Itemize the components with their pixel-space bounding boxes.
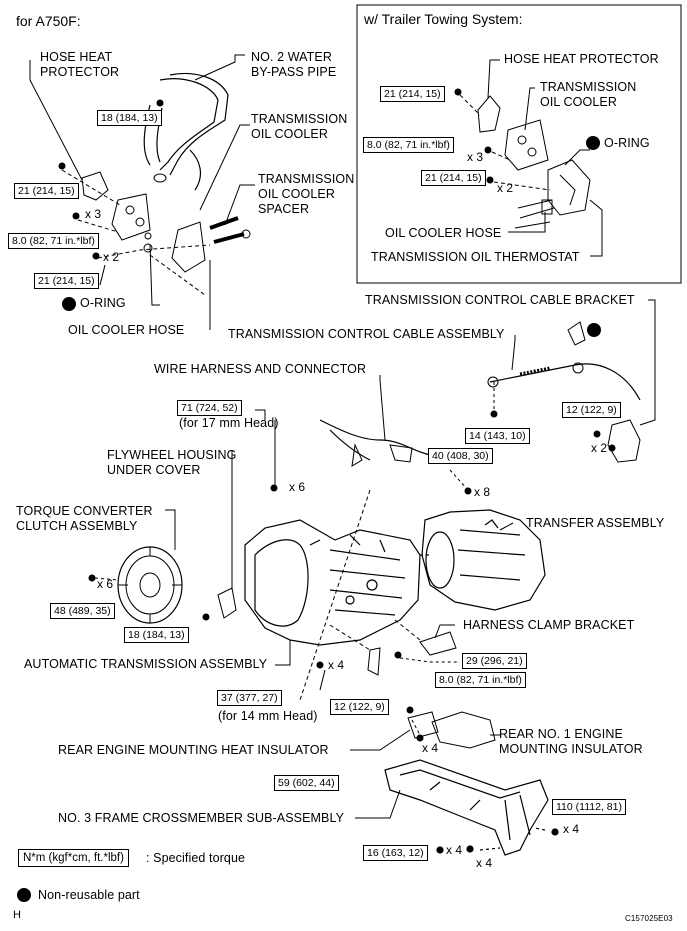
torque-16-163-12: 16 (163, 12) bbox=[363, 845, 428, 861]
torque-18-184-13-top: 18 (184, 13) bbox=[97, 110, 162, 126]
torque-71-724-52: 71 (724, 52) bbox=[177, 400, 242, 416]
mounting-parts bbox=[406, 706, 496, 749]
mult-x2-bracket: x 2 bbox=[591, 441, 608, 455]
flywheel-cover-part bbox=[217, 587, 237, 619]
torque-29-296-21: 29 (296, 21) bbox=[462, 653, 527, 669]
legend-torque-key-desc: : Specified torque bbox=[146, 851, 246, 865]
torque-12-122-9-a: 12 (122, 9) bbox=[562, 402, 621, 418]
torque-59-602-44: 59 (602, 44) bbox=[274, 775, 339, 791]
label-trans-control-cable-assembly: TRANSMISSION CONTROL CABLE ASSEMBLY bbox=[228, 327, 505, 341]
mult-x2-right: x 2 bbox=[497, 181, 514, 195]
middle-parts bbox=[270, 299, 656, 495]
label-transfer-assembly: TRANSFER ASSEMBLY bbox=[526, 516, 665, 530]
leader-lines bbox=[255, 409, 514, 819]
label-oil-cooler-hose-right: OIL COOLER HOSE bbox=[385, 226, 502, 240]
torque-110-1112-81: 110 (1112, 81) bbox=[552, 799, 626, 815]
non-reusable-dot-right bbox=[586, 136, 600, 150]
non-reusable-dot-legend bbox=[17, 888, 31, 902]
label-wire-harness-connector: WIRE HARNESS AND CONNECTOR bbox=[154, 362, 367, 376]
legend-torque-key: N*m (kgf*cm, ft.*lbf) bbox=[18, 849, 129, 867]
section-a750f: for A750F: bbox=[16, 13, 81, 29]
label-flywheel-housing-under-cover: FLYWHEEL HOUSING UNDER COVER bbox=[107, 448, 237, 477]
mult-x4-transmission: x 4 bbox=[328, 658, 345, 672]
mult-x3-right: x 3 bbox=[467, 150, 484, 164]
torque-21-214-15-d: 21 (214, 15) bbox=[421, 170, 486, 186]
label-hose-heat-protector-left: HOSE HEAT PROTECTOR bbox=[40, 50, 120, 79]
label-hose-heat-protector-right: HOSE HEAT PROTECTOR bbox=[504, 52, 659, 66]
label-trans-oil-thermostat: TRANSMISSION OIL THERMOSTAT bbox=[371, 250, 580, 264]
mult-x3-left: x 3 bbox=[85, 207, 102, 221]
mult-x8: x 8 bbox=[474, 485, 491, 499]
harness-clamp-leader bbox=[434, 624, 455, 639]
label-trans-oil-cooler-spacer: TRANSMISSION OIL COOLER SPACER bbox=[258, 172, 355, 216]
label-trans-oil-cooler-left: TRANSMISSION OIL COOLER bbox=[251, 112, 348, 141]
mult-x4-insulator: x 4 bbox=[422, 741, 439, 755]
transmission-drawing bbox=[244, 489, 546, 701]
crossmember-drawing bbox=[384, 759, 559, 856]
torque-converter-drawing bbox=[88, 509, 183, 624]
label-trans-oil-cooler-right: TRANSMISSION OIL COOLER bbox=[540, 80, 637, 109]
torque-40-408-30: 40 (408, 30) bbox=[428, 448, 493, 464]
torque-48-489-35: 48 (489, 35) bbox=[50, 603, 115, 619]
label-rear-engine-mounting-heat-insulator: REAR ENGINE MOUNTING HEAT INSULATOR bbox=[58, 743, 329, 757]
torque-21-214-15-a: 21 (214, 15) bbox=[14, 183, 79, 199]
mult-x6-converter: x 6 bbox=[97, 577, 114, 591]
label-for-17mm-head: (for 17 mm Head) bbox=[179, 416, 279, 430]
label-rear-no1-engine-mounting-insulator: REAR NO. 1 ENGINE MOUNTING INSULATOR bbox=[499, 727, 643, 756]
left-cooler-parts bbox=[29, 54, 255, 330]
footer-right-code: C157025E03 bbox=[625, 914, 673, 923]
torque-18-184-13-bottom: 18 (184, 13) bbox=[124, 627, 189, 643]
label-o-ring-right: O-RING bbox=[604, 136, 650, 150]
torque-21-214-15-b: 21 (214, 15) bbox=[34, 273, 99, 289]
torque-21-214-15-c: 21 (214, 15) bbox=[380, 86, 445, 102]
legend-non-reusable: Non-reusable part bbox=[38, 888, 140, 902]
torque-8-82-71-a: 8.0 (82, 71 in.*lbf) bbox=[8, 233, 99, 249]
footer-left-code: H bbox=[13, 909, 22, 921]
label-harness-clamp-bracket: HARNESS CLAMP BRACKET bbox=[463, 618, 635, 632]
mult-x4-bottom-b: x 4 bbox=[476, 856, 493, 870]
non-reusable-dot-bracket bbox=[587, 323, 601, 337]
mult-x2-left: x 2 bbox=[103, 250, 120, 264]
mult-x4-crossmember-right: x 4 bbox=[563, 822, 580, 836]
label-o-ring-left: O-RING bbox=[80, 296, 126, 310]
label-automatic-transmission-assembly: AUTOMATIC TRANSMISSION ASSEMBLY bbox=[24, 657, 268, 671]
small-bracket-part bbox=[367, 647, 381, 676]
section-trailer: w/ Trailer Towing System: bbox=[364, 11, 523, 27]
label-torque-converter-clutch: TORQUE CONVERTER CLUTCH ASSEMBLY bbox=[16, 504, 153, 533]
label-oil-cooler-hose-left: OIL COOLER HOSE bbox=[68, 323, 185, 337]
label-no2-water-bypass-pipe: NO. 2 WATER BY-PASS PIPE bbox=[251, 50, 337, 79]
torque-14-143-10: 14 (143, 10) bbox=[465, 428, 530, 444]
mult-x6-flywheel: x 6 bbox=[289, 480, 306, 494]
torque-8-82-71-c: 8.0 (82, 71 in.*lbf) bbox=[435, 672, 526, 688]
mult-x4-bottom-a: x 4 bbox=[446, 843, 463, 857]
torque-12-122-9-b: 12 (122, 9) bbox=[330, 699, 389, 715]
right-cooler-parts bbox=[454, 59, 603, 257]
torque-8-82-71-b: 8.0 (82, 71 in.*lbf) bbox=[363, 137, 454, 153]
trailer-towing-frame bbox=[356, 4, 682, 284]
non-reusable-dot-left bbox=[62, 297, 76, 311]
torque-37-377-27: 37 (377, 27) bbox=[217, 690, 282, 706]
harness-clamp-part bbox=[419, 631, 457, 656]
label-for-14mm-head: (for 14 mm Head) bbox=[218, 709, 318, 723]
label-trans-control-cable-bracket: TRANSMISSION CONTROL CABLE BRACKET bbox=[365, 293, 635, 307]
label-no3-frame-crossmember: NO. 3 FRAME CROSSMEMBER SUB-ASSEMBLY bbox=[58, 811, 345, 825]
